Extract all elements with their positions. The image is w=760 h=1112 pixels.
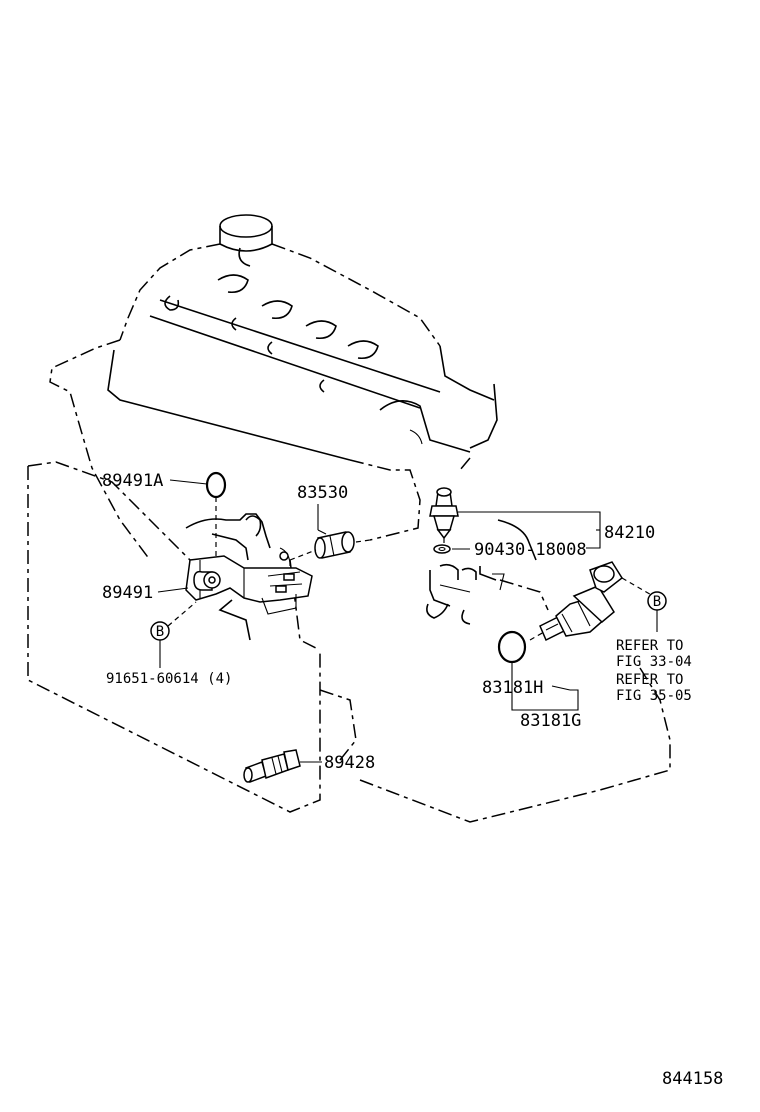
label-83181H: 83181H — [482, 678, 543, 698]
label-83530: 83530 — [297, 483, 348, 503]
label-89428: 89428 — [324, 753, 375, 773]
label-91651-60614: 91651-60614 (4) — [106, 671, 232, 687]
label-83181G: 83181G — [520, 711, 581, 731]
sensor-bracket-89491 — [185, 513, 313, 641]
sensor-84210 — [429, 487, 459, 548]
refer-to-text-1: REFER TO — [616, 638, 683, 654]
switch-83530 — [289, 531, 371, 561]
reference-marker-b-right: B — [647, 591, 667, 611]
sensor-89428 — [243, 749, 301, 783]
label-90430-18008: 90430-18008 — [474, 540, 587, 560]
fig-ref-33-04: FIG 33-04 — [616, 654, 692, 670]
sensor-83181G — [529, 561, 661, 642]
fig-ref-35-05: FIG 35-05 — [616, 688, 692, 704]
label-89491: 89491 — [102, 583, 153, 603]
reference-marker-b-left: B — [150, 621, 170, 641]
diagram-id: 844158 — [662, 1069, 723, 1089]
label-89491A: 89491A — [102, 471, 163, 491]
leader-lines — [157, 479, 658, 763]
refer-to-text-2: REFER TO — [616, 672, 683, 688]
o-ring-83181H — [497, 630, 527, 664]
svg-text:B: B — [156, 624, 164, 640]
gasket-89491A — [205, 471, 227, 499]
svg-text:B: B — [653, 594, 661, 610]
label-84210: 84210 — [604, 523, 655, 543]
washer-90430 — [433, 544, 451, 554]
